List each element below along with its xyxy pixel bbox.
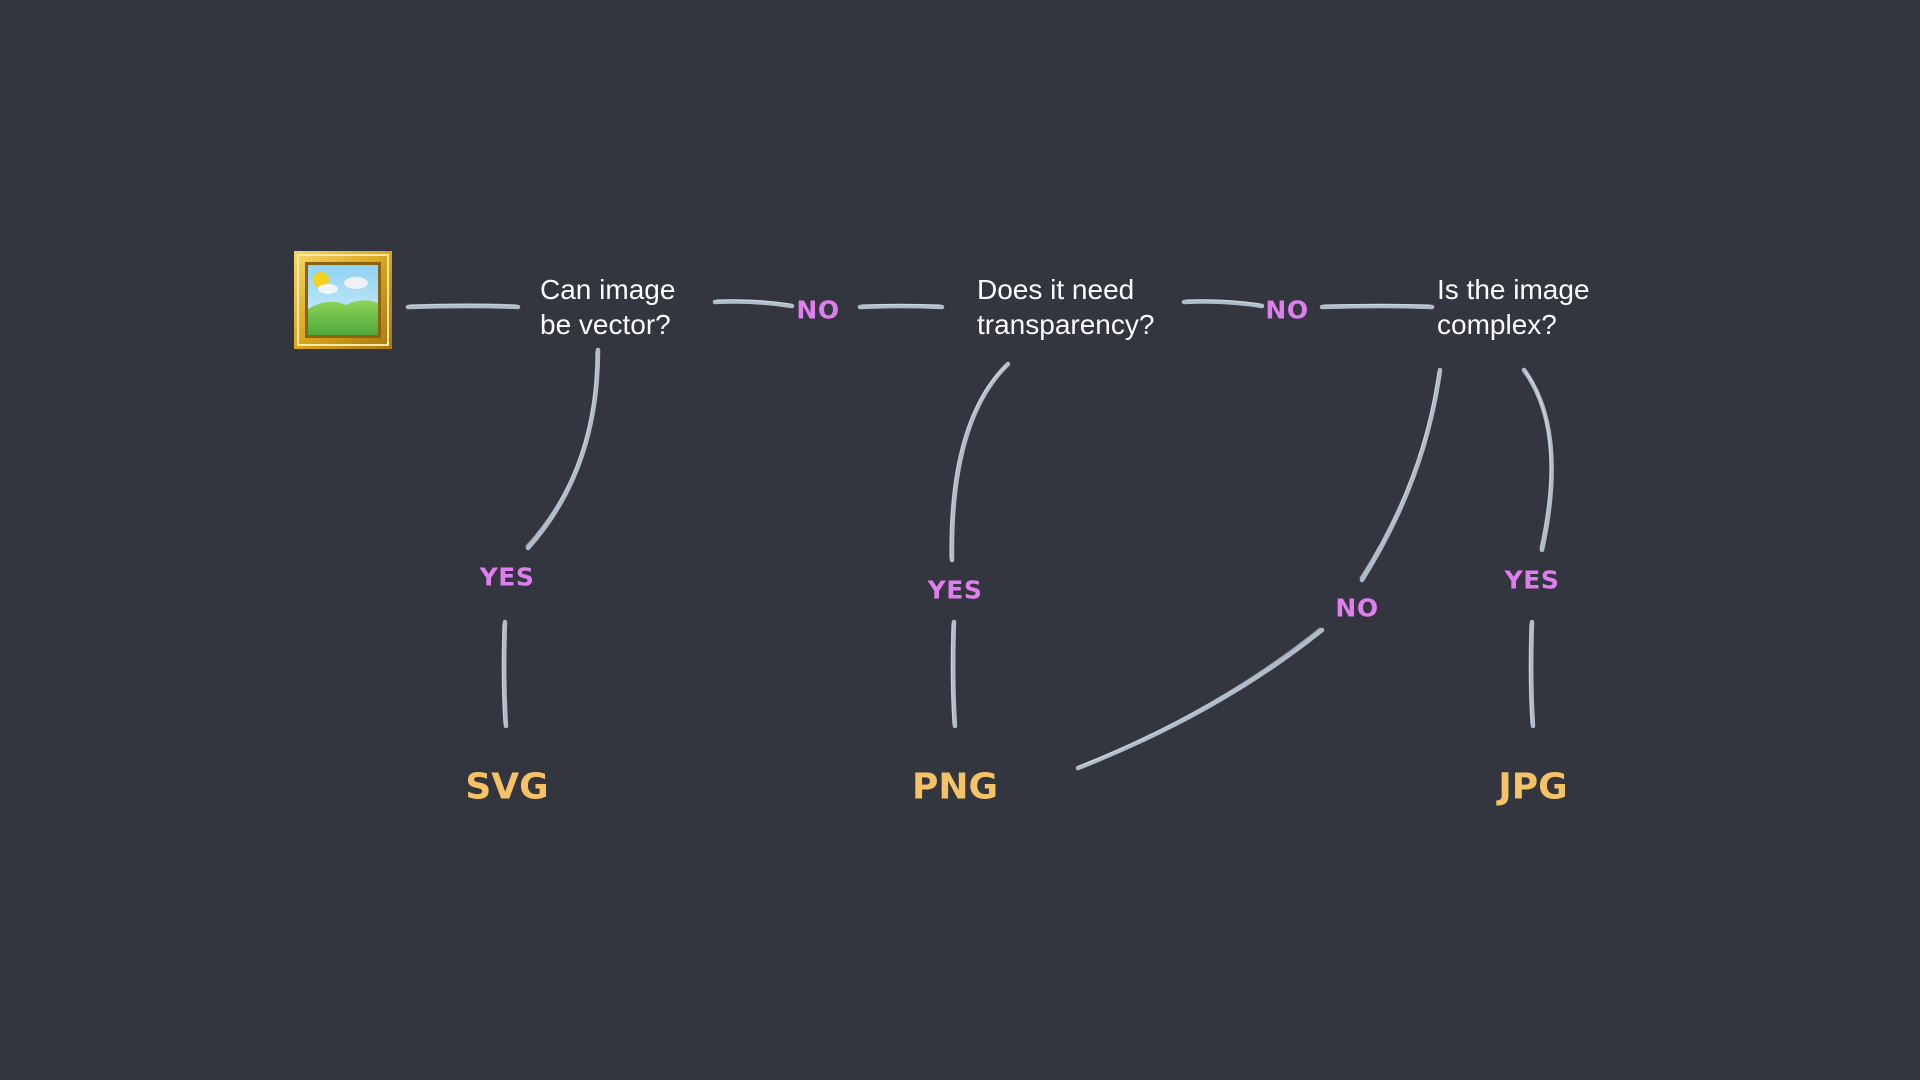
framed-picture-icon bbox=[294, 251, 392, 349]
connector-q1-to-yes bbox=[525, 347, 601, 551]
connector-no-to-png bbox=[1075, 627, 1325, 771]
result-svg: SVG bbox=[465, 766, 549, 808]
connector-q3-to-yes bbox=[1521, 367, 1554, 553]
question-vector: Can image be vector? bbox=[540, 274, 676, 340]
edge-label-yes-transparency: YES bbox=[927, 575, 983, 605]
edge-label-no-vector: NO bbox=[796, 295, 840, 325]
question-complex: Is the image complex? bbox=[1437, 274, 1590, 340]
connector-q2-to-no bbox=[1181, 299, 1265, 309]
connector-yes-to-jpg bbox=[1528, 619, 1536, 729]
edge-label-no-complex: NO bbox=[1335, 593, 1379, 623]
connector-yes-to-png bbox=[950, 619, 958, 729]
connector-start-to-q1 bbox=[405, 303, 521, 310]
edge-label-no-transparency: NO bbox=[1265, 295, 1309, 325]
result-jpg: JPG bbox=[1498, 766, 1568, 808]
connector-no-to-q2 bbox=[857, 303, 945, 310]
question-transparency: Does it need transparency? bbox=[977, 274, 1155, 340]
edge-label-yes-vector: YES bbox=[479, 562, 535, 592]
connector-q1-to-no bbox=[712, 299, 795, 309]
result-png: PNG bbox=[911, 766, 999, 808]
edge-label-yes-complex: YES bbox=[1504, 565, 1560, 595]
connector-no-to-q3 bbox=[1319, 303, 1435, 310]
connector-q2-to-yes bbox=[949, 361, 1011, 563]
connector-q3-to-no bbox=[1359, 367, 1443, 583]
connector-yes-to-svg bbox=[501, 619, 509, 729]
